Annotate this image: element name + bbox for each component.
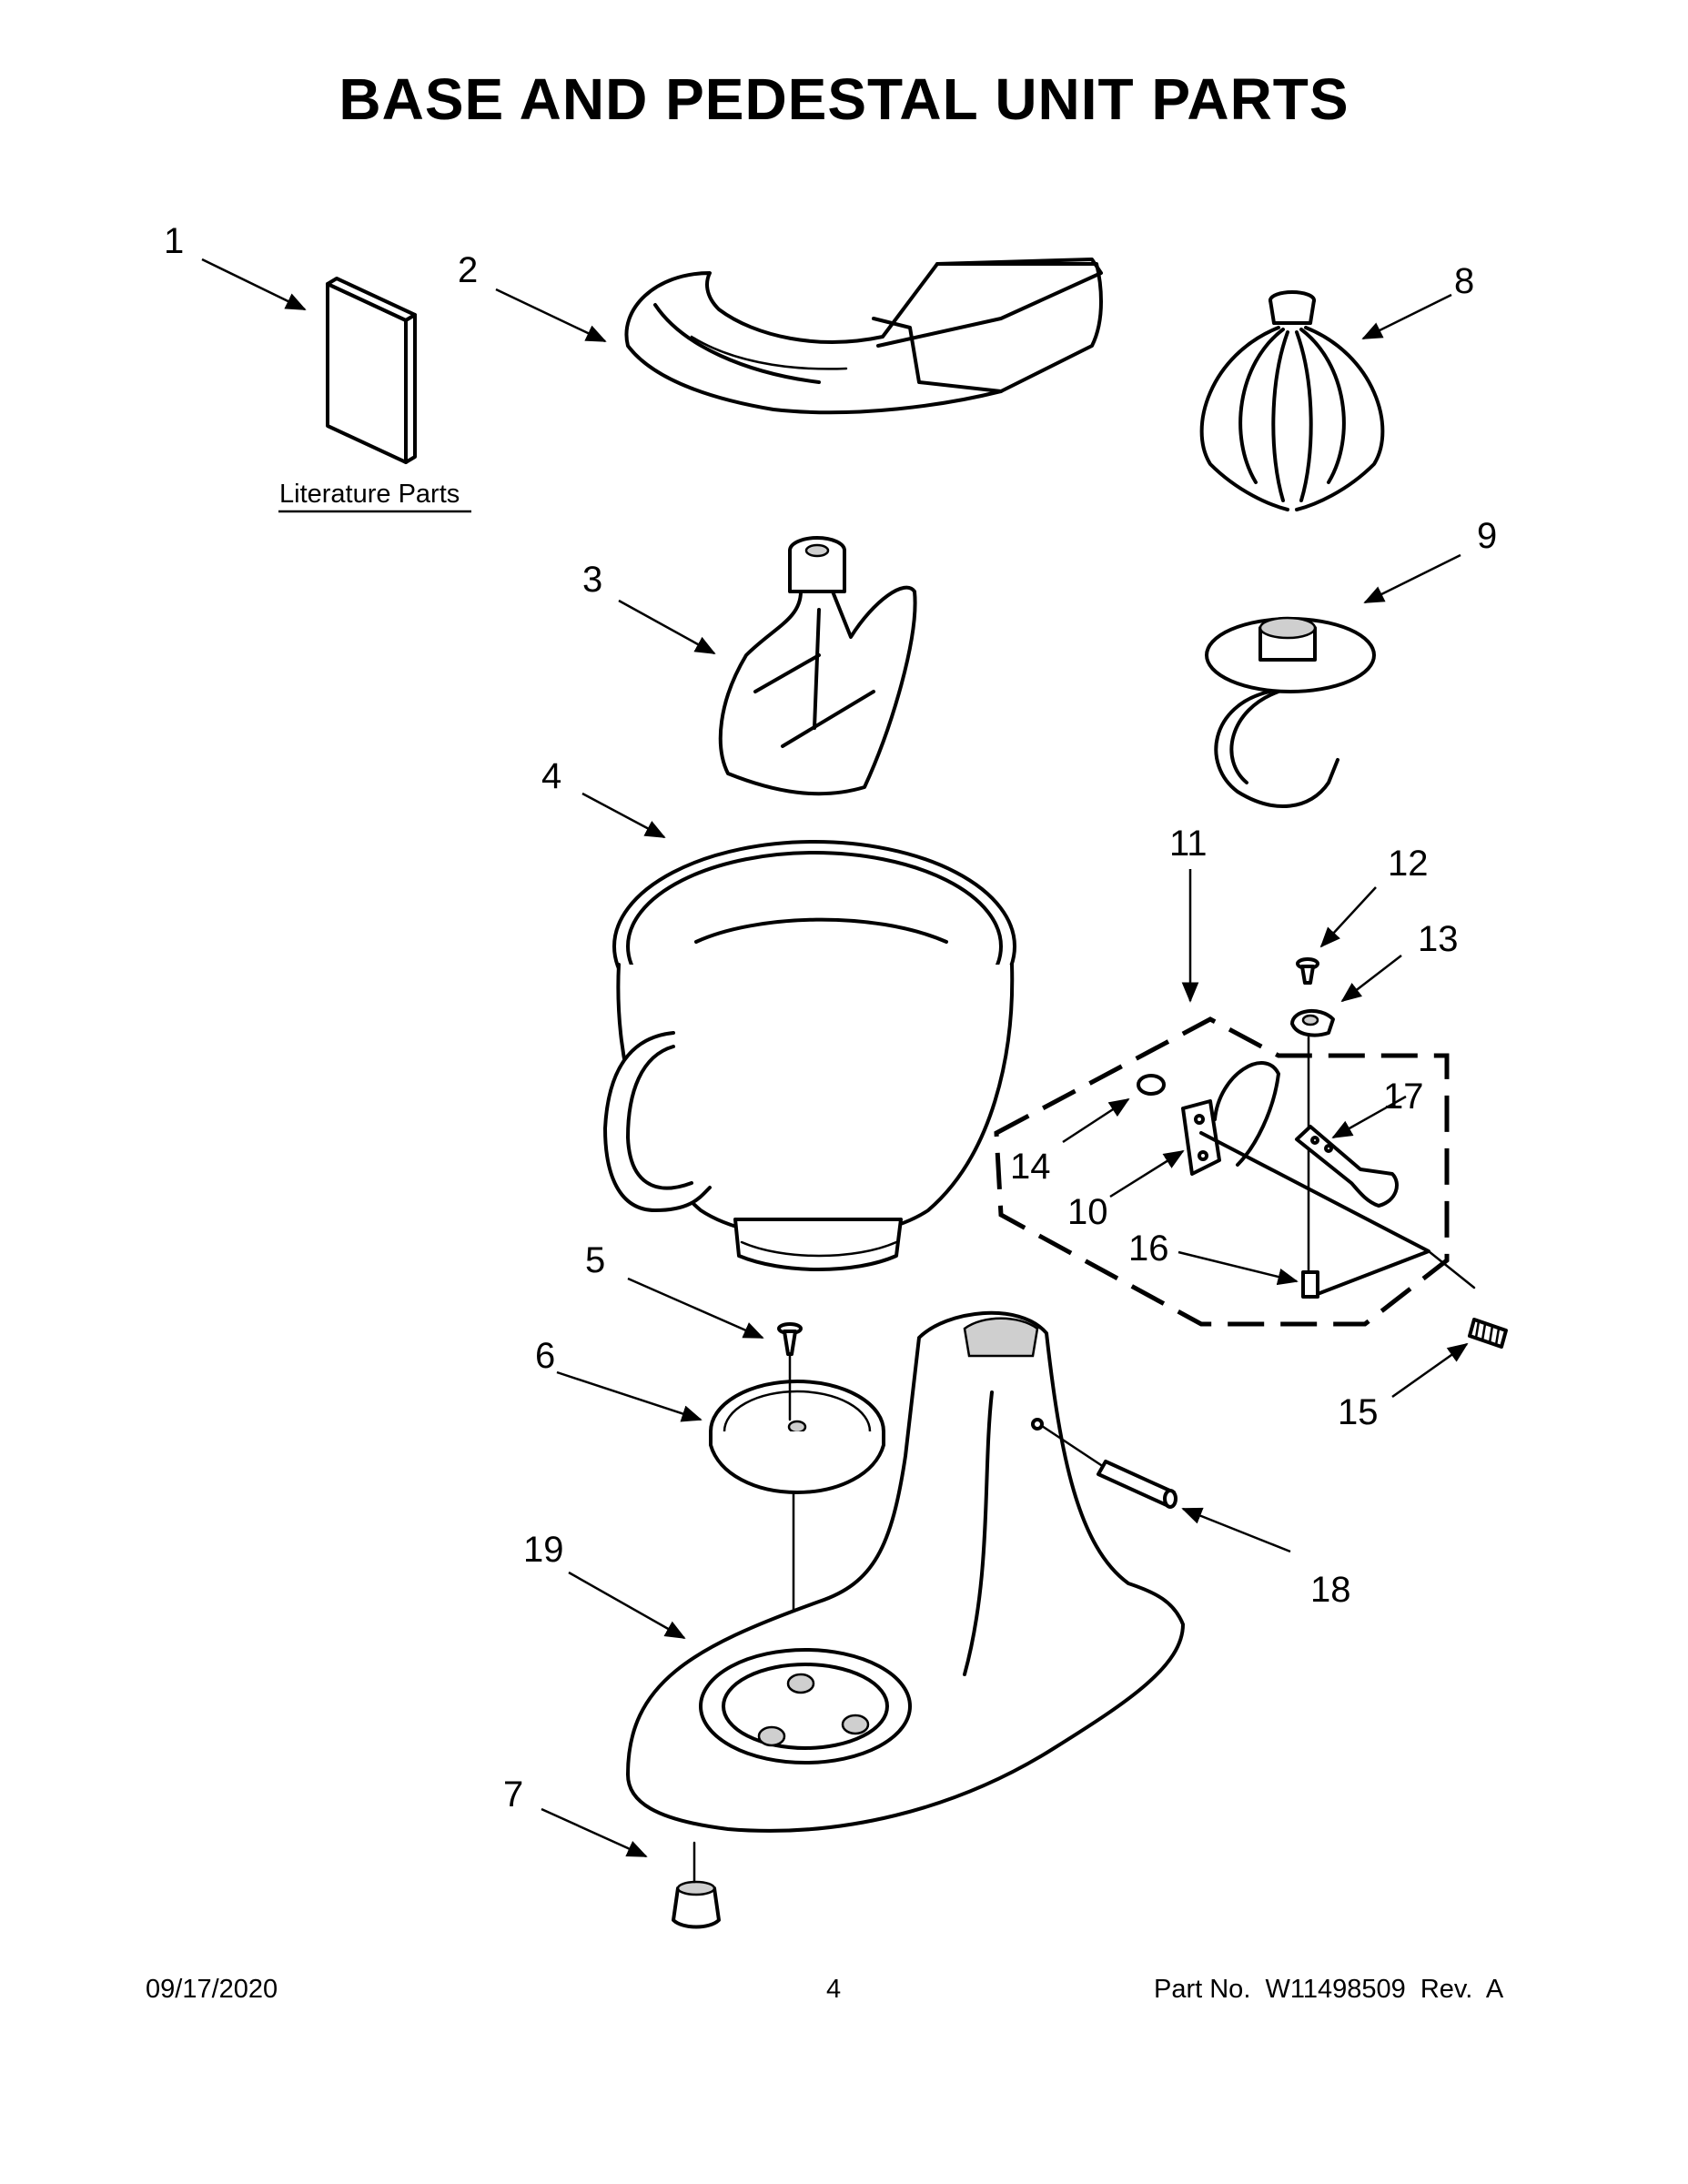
assembly-outline [994, 1016, 1450, 1327]
callout-4: 4 [541, 756, 561, 796]
footer-page-number: 4 [826, 1975, 842, 2004]
pedestal-base [626, 1310, 1185, 1833]
spring-washer [1137, 1074, 1166, 1096]
callout-7: 7 [503, 1774, 523, 1815]
mixing-bowl [603, 840, 1016, 1271]
hinge-pin [1097, 1460, 1178, 1509]
assembly-screw [1296, 957, 1319, 985]
literature-parts-label: Literature Parts [279, 480, 460, 509]
callout-11: 11 [1169, 824, 1208, 864]
leader-lines [201, 258, 1469, 1858]
callout-6: 6 [535, 1336, 555, 1376]
callout-14: 14 [1010, 1147, 1051, 1187]
callout-17: 17 [1383, 1077, 1424, 1117]
flat-beater [718, 536, 917, 796]
callout-3: 3 [582, 560, 602, 600]
page-title: BASE AND PEDESTAL UNIT PARTS [339, 66, 1349, 132]
callout-18: 18 [1310, 1570, 1351, 1610]
rod-end [1301, 1270, 1319, 1299]
screw [777, 1322, 803, 1356]
callout-19: 19 [523, 1530, 564, 1570]
callout-12: 12 [1388, 844, 1429, 884]
callout-13: 13 [1418, 919, 1459, 959]
callout-1: 1 [164, 221, 184, 261]
callout-8: 8 [1454, 261, 1474, 301]
lock-bracket [1181, 1061, 1280, 1176]
callout-16: 16 [1128, 1228, 1169, 1269]
dough-hook [1205, 616, 1376, 808]
clamping-plate [709, 1380, 885, 1494]
callout-5: 5 [585, 1240, 605, 1280]
footer-part-number: Part No. W11498509 Rev. A [1154, 1975, 1504, 2004]
speed-lever [1295, 1125, 1399, 1208]
footer-date: 09/17/2020 [146, 1975, 278, 2004]
wire-whip [1199, 290, 1385, 511]
callout-9: 9 [1477, 516, 1497, 556]
callout-10: 10 [1067, 1192, 1108, 1232]
assembly-washer [1290, 1008, 1335, 1037]
literature-booklet [326, 277, 417, 464]
callout-15: 15 [1338, 1392, 1379, 1432]
callout-2: 2 [458, 250, 478, 290]
pouring-shield [624, 258, 1103, 415]
spring [1468, 1318, 1508, 1349]
rubber-foot [672, 1880, 721, 1929]
